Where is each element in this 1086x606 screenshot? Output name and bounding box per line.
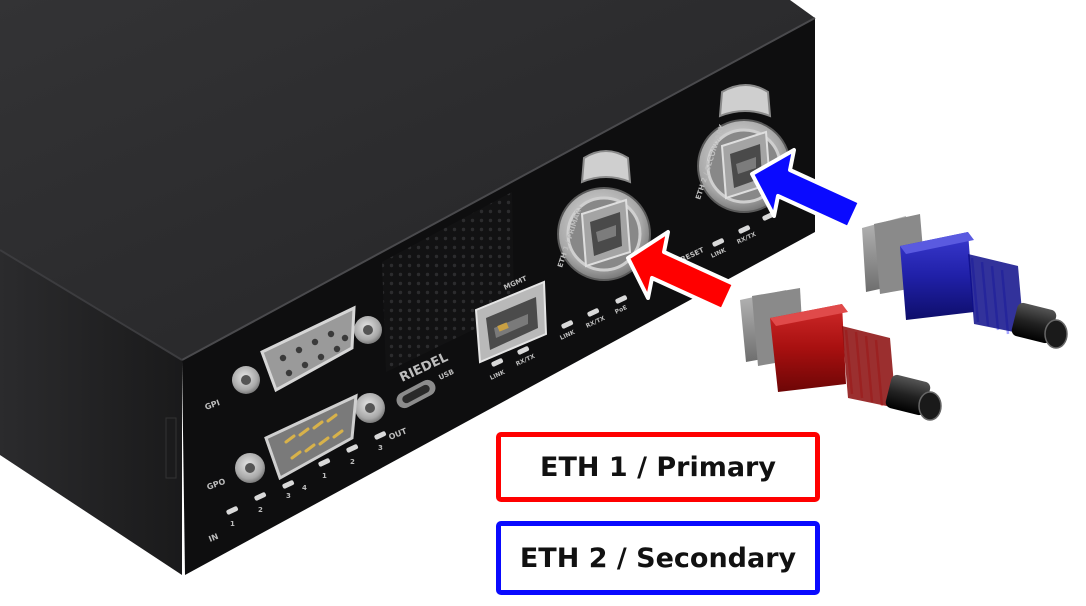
arrow-eth1 xyxy=(626,230,736,312)
label-in-4: 4 xyxy=(302,484,307,492)
arrow-eth2 xyxy=(750,148,862,230)
device-left-side xyxy=(0,250,182,575)
eth2-cable xyxy=(862,214,1068,349)
usb-port xyxy=(396,379,436,409)
status-leds xyxy=(226,212,775,515)
label-in-3: 3 xyxy=(286,492,291,500)
callout-eth1-primary: ETH 1 / Primary xyxy=(496,432,820,502)
label-out-3: 3 xyxy=(378,444,383,452)
device-top-surface xyxy=(0,0,815,360)
label-out-2: 2 xyxy=(350,458,355,466)
label-in-2: 2 xyxy=(258,506,263,514)
gpi-connector xyxy=(232,305,382,394)
label-in-1: 1 xyxy=(230,520,235,528)
label-poe: PoE xyxy=(614,304,628,316)
gpo-connector xyxy=(235,393,385,483)
label-out-1: 1 xyxy=(322,472,327,480)
eth1-port xyxy=(557,150,651,281)
mgmt-port xyxy=(474,280,548,364)
callout-eth2-secondary: ETH 2 / Secondary xyxy=(496,521,820,595)
eth1-cable xyxy=(740,288,942,421)
label-in: IN xyxy=(207,532,219,544)
vent-grille xyxy=(382,192,514,372)
